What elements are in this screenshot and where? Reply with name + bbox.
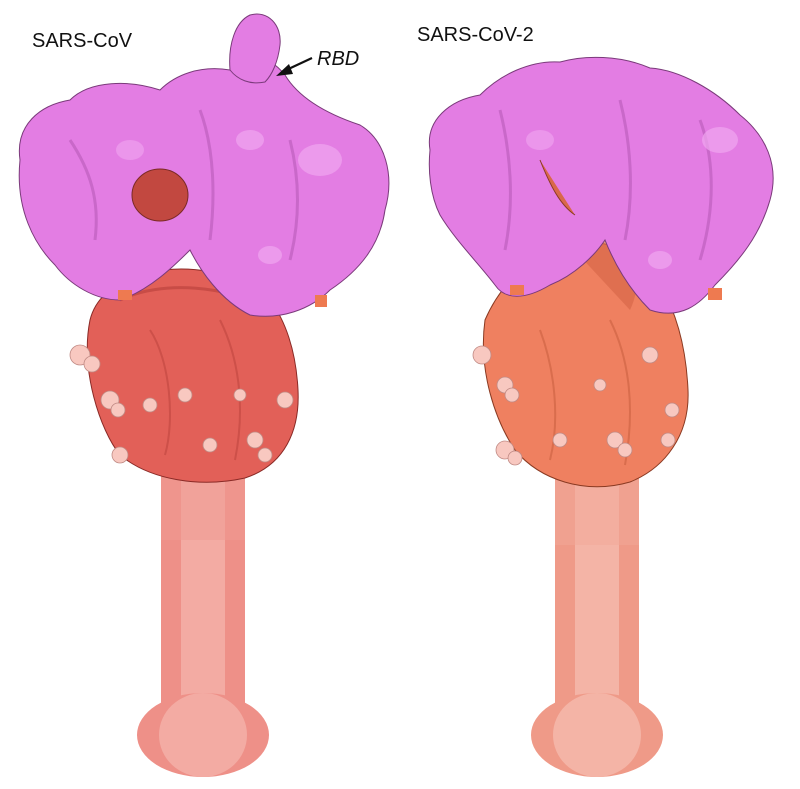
right-glycans [472,345,680,466]
right-stalk [531,470,663,777]
rbd-annotation-label: RBD [317,48,360,70]
sars-cov-2-spike [428,56,774,777]
rbd-arrow-icon [276,57,313,76]
sars-cov-2-label: SARS-CoV-2 [417,24,534,46]
left-stalk [137,470,269,777]
left-glycans [69,344,294,464]
sars-cov-spike [18,13,390,777]
left-s1-head [18,13,390,317]
right-s1-head [428,56,774,314]
sars-cov-label: SARS-CoV [32,30,133,52]
